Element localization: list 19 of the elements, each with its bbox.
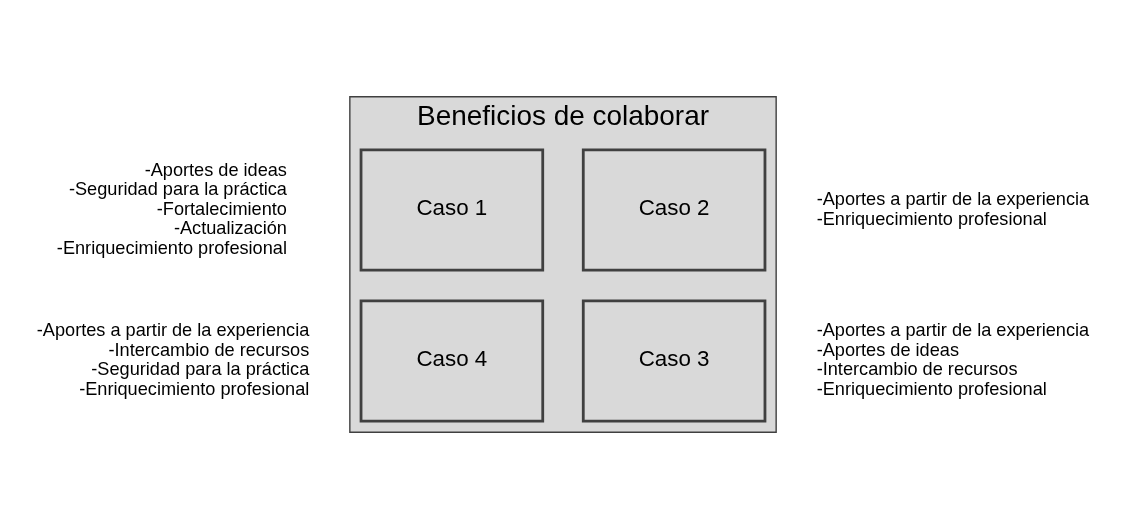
node-box: Caso 4 (359, 299, 545, 423)
node-label: -Seguridad para la práctica (91, 359, 310, 380)
node-label: -Actualización (173, 218, 287, 239)
node-label: -Aportes de ideas (816, 339, 959, 360)
node-label: -Enriquecimiento profesional (56, 237, 287, 258)
node-box: Caso 3 (581, 299, 767, 423)
node-label: -Intercambio de recursos (816, 359, 1018, 380)
node-label: -Aportes de ideas (144, 159, 287, 180)
node-label: -Enriquecimiento profesional (79, 379, 310, 400)
node-label: -Aportes a partir de la experiencia (816, 188, 1090, 209)
node-box: Caso 2 (581, 148, 767, 272)
node-label: -Seguridad para la práctica (68, 179, 287, 200)
node-label: -Enriquecimiento profesional (816, 208, 1047, 229)
node-label: -Aportes a partir de la experiencia (816, 320, 1090, 341)
node-label: -Fortalecimiento (156, 198, 287, 219)
node-label: -Aportes a partir de la experiencia (36, 320, 310, 341)
node-box: Caso 1 (359, 148, 545, 272)
node-label: -Intercambio de recursos (108, 339, 310, 360)
node-label: -Enriquecimiento profesional (816, 379, 1047, 400)
